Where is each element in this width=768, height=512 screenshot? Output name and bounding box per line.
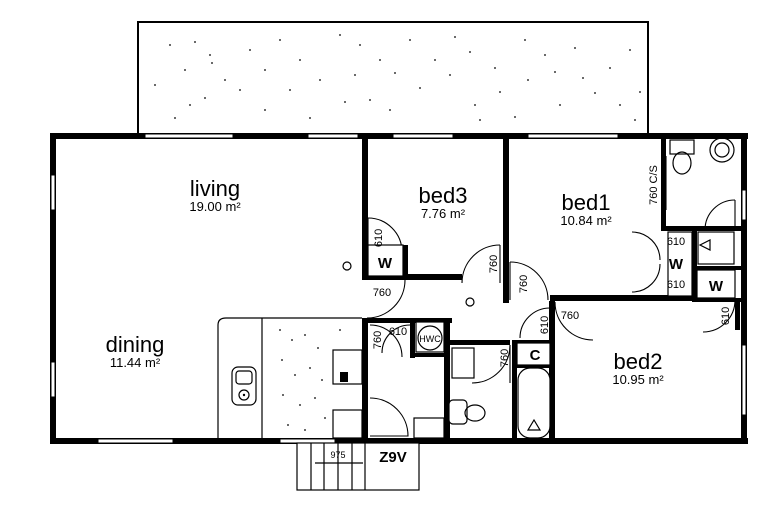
- dim-bed2-door: 760: [561, 310, 579, 322]
- patio-area: [137, 21, 649, 135]
- room-area-bed1: 10.84 m²: [560, 213, 612, 228]
- cupboard-label: C: [530, 347, 541, 364]
- room-area-dining: 11.44 m²: [110, 355, 161, 370]
- doors: [366, 156, 736, 437]
- dim-laundry-door: 760: [372, 331, 384, 349]
- dim-bathroom-door: 760: [499, 349, 511, 367]
- dim-hwc-door: 610: [389, 326, 407, 338]
- dim-living-door: 760: [373, 287, 391, 299]
- windows: [50, 133, 747, 444]
- dim-linen-door: 610: [720, 307, 732, 325]
- dim-bed1-door: 760: [518, 275, 530, 293]
- room-name-bed1: bed1: [562, 190, 611, 215]
- room-area-bed2: 10.95 m²: [612, 372, 664, 387]
- dim-ensuite-door: 760 C/S: [648, 165, 660, 205]
- entry-code-label: Z9V: [379, 449, 407, 466]
- wardrobe-label-linen: W: [709, 278, 724, 295]
- interior-walls: [217, 138, 747, 443]
- room-area-bed3: 7.76 m²: [421, 206, 466, 221]
- hwc-label: HWC: [419, 334, 441, 344]
- wardrobe-label-bed1: W: [669, 256, 684, 273]
- room-name-bed3: bed3: [419, 183, 468, 208]
- dim-bed1-robe-bottom: 610: [667, 279, 685, 291]
- storage: [367, 231, 736, 366]
- dim-bed3-door: 760: [488, 255, 500, 273]
- room-name-dining: dining: [106, 332, 165, 357]
- wardrobe-label-bed3: W: [378, 255, 393, 272]
- dim-bed1-robe-top: 610: [667, 236, 685, 248]
- bath-fixtures: [413, 137, 735, 439]
- dim-step-width: 975: [330, 450, 345, 460]
- light-fixture: [342, 261, 352, 271]
- entry-steps: [296, 442, 420, 491]
- exterior-walls: [50, 133, 748, 444]
- room-name-bed2: bed2: [614, 349, 663, 374]
- room-name-living: living: [190, 176, 240, 201]
- dim-bed3-robe: 610: [373, 229, 385, 247]
- room-area-living: 19.00 m²: [189, 199, 241, 214]
- light-fixture: [465, 297, 475, 307]
- kitchen: [231, 329, 363, 439]
- dim-cupboard-door: 610: [539, 316, 551, 334]
